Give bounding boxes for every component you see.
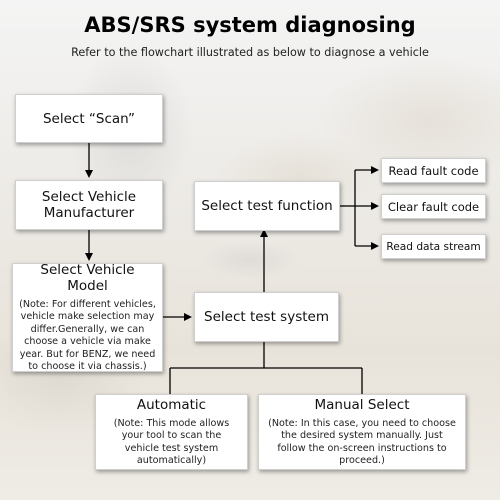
step-select-manufacturer: Select Vehicle Manufacturer bbox=[15, 180, 163, 230]
step-select-scan: Select “Scan” bbox=[15, 94, 163, 143]
step-select-vehicle-model-note: (Note: For different vehicles, vehicle m… bbox=[19, 298, 156, 373]
step-select-manufacturer-label: Select Vehicle Manufacturer bbox=[41, 189, 137, 221]
page-title: ABS/SRS system diagnosing bbox=[84, 13, 416, 37]
step-select-test-function: Select test function bbox=[194, 181, 340, 231]
function-read-fault-code: Read fault code bbox=[381, 158, 486, 183]
mode-manual-select-note: (Note: In this case, you need to choose … bbox=[268, 417, 456, 467]
function-clear-fault-code: Clear fault code bbox=[381, 194, 486, 219]
step-select-test-system-label: Select test system bbox=[204, 309, 329, 325]
mode-automatic-note: (Note: This mode allows your tool to sca… bbox=[113, 417, 230, 467]
page-subtitle: Refer to the flowchart illustrated as be… bbox=[71, 46, 429, 59]
function-read-fault-code-label: Read fault code bbox=[388, 163, 479, 178]
mode-manual-select: Manual Select (Note: In this case, you n… bbox=[258, 394, 466, 470]
step-select-vehicle-model-label: Select Vehicle Model bbox=[40, 261, 135, 294]
step-select-test-system: Select test system bbox=[194, 292, 339, 342]
step-select-test-function-label: Select test function bbox=[201, 198, 333, 214]
mode-manual-select-label: Manual Select bbox=[314, 396, 410, 413]
step-select-vehicle-model: Select Vehicle Model (Note: For differen… bbox=[12, 261, 163, 373]
step-select-scan-label: Select “Scan” bbox=[42, 110, 135, 127]
mode-automatic-label: Automatic bbox=[136, 396, 207, 413]
function-clear-fault-code-label: Clear fault code bbox=[387, 199, 480, 214]
function-read-data-stream: Read data stream bbox=[381, 234, 486, 259]
function-read-data-stream-label: Read data stream bbox=[386, 240, 481, 253]
mode-automatic: Automatic (Note: This mode allows your t… bbox=[95, 394, 248, 470]
